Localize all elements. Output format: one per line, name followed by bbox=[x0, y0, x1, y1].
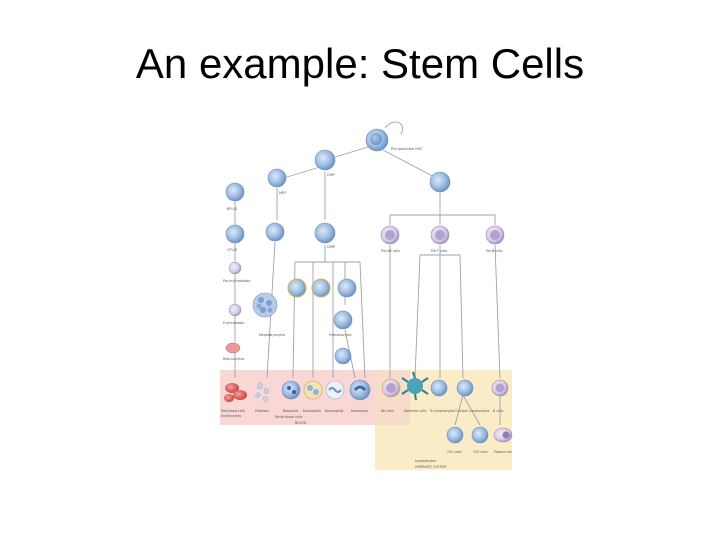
th1-cell bbox=[447, 427, 463, 443]
label-bfu-e: BFU-E bbox=[227, 207, 237, 211]
label-reticulocyte: Reticulocytes bbox=[223, 357, 245, 361]
eosinophil-cell bbox=[304, 381, 322, 399]
label-red-blood: Red blood cells bbox=[221, 409, 245, 413]
label-gmp: GMP bbox=[327, 245, 335, 249]
myeloblast-cell-2 bbox=[312, 279, 330, 297]
plasma-cell bbox=[494, 428, 512, 442]
th2-cell bbox=[472, 427, 488, 443]
label-tc: Tc lymphocytes bbox=[429, 409, 455, 413]
label-cfu-e: CFU-E bbox=[227, 248, 238, 252]
pro-erythroblast-cell bbox=[229, 262, 241, 274]
self-renewal-arrow bbox=[385, 122, 403, 134]
reticulocyte-cell bbox=[226, 343, 240, 353]
neutrophil-cell bbox=[326, 381, 344, 399]
label-eosinophils: Eosinophils bbox=[303, 409, 321, 413]
label-b-cells: B cells bbox=[493, 409, 504, 413]
tc-lymphocyte-cell bbox=[431, 380, 447, 396]
megakaryocyte-progenitor-cell bbox=[266, 223, 284, 241]
myeloblast-cell-3 bbox=[338, 279, 356, 297]
label-monocytes: Monocytes bbox=[351, 409, 369, 413]
label-erythroblast: Erythroblasts bbox=[223, 321, 244, 325]
label-lymphocytes: Lymphocytes bbox=[415, 459, 436, 463]
label-cmp: CMP bbox=[327, 173, 335, 177]
label-neutrophils: Neutrophils bbox=[325, 409, 344, 413]
cfu-e-cell bbox=[226, 225, 244, 243]
pre-lymphoid-cell bbox=[430, 172, 450, 192]
label-promonocyte: Promonocytes bbox=[329, 333, 352, 337]
label-lymph-region: LYMPHATIC SYSTEM bbox=[415, 465, 446, 469]
label-mep: MEP bbox=[279, 191, 286, 195]
label-plasma: Plasma cell bbox=[494, 450, 512, 454]
bfu-e-cell bbox=[226, 183, 244, 201]
label-dendritic: Dendritic cells bbox=[404, 409, 427, 413]
promonocyte-cell bbox=[335, 348, 351, 364]
erythroblast-cell bbox=[229, 304, 241, 316]
label-platelets: Platelets bbox=[255, 409, 269, 413]
pre-nk-cell bbox=[381, 226, 399, 244]
pre-t-cell bbox=[431, 226, 449, 244]
label-th2: TH2 cells bbox=[472, 450, 488, 454]
label-pro-erythroblast: Pro-erythroblasts bbox=[223, 279, 251, 283]
gmp-cell bbox=[315, 223, 335, 243]
mep-cell bbox=[268, 169, 286, 187]
label-erythrocytes: Erythrocytes bbox=[221, 414, 242, 418]
b-cell bbox=[492, 380, 508, 396]
basophil-cell bbox=[282, 381, 300, 399]
monoblast-cell bbox=[334, 311, 352, 329]
th-lymphocyte-cell bbox=[457, 380, 473, 396]
label-pre-nk: Pre-NK cells bbox=[381, 249, 400, 253]
label-basophils: Basophils bbox=[283, 409, 299, 413]
label-white-blood: White blood cells bbox=[275, 415, 303, 419]
nk-cell bbox=[382, 379, 400, 397]
label-pre-b: Pre-B cells bbox=[486, 249, 503, 253]
myeloblast-cell-1 bbox=[288, 279, 306, 297]
slide-title: An example: Stem Cells bbox=[0, 40, 720, 88]
monocyte-cell bbox=[350, 380, 370, 400]
pre-b-cell bbox=[486, 226, 504, 244]
hsc-cell bbox=[366, 129, 388, 151]
label-th1: TH1 cells bbox=[446, 450, 462, 454]
cmp-cell bbox=[315, 150, 335, 170]
label-megakaryocyte: Megakaryocytes bbox=[259, 333, 285, 337]
megakaryocyte-cell bbox=[253, 293, 277, 317]
label-pre-t: Pre-T cells bbox=[431, 249, 447, 253]
label-th: T-helper lymphocytes bbox=[454, 409, 490, 413]
label-blood-region: BLOOD bbox=[295, 421, 307, 425]
label-nk-cells: NK cells bbox=[381, 409, 394, 413]
label-hsc: Pluripotential HSC bbox=[391, 147, 423, 151]
stem-cell-diagram: Pluripotential HSC CMP MEP BFU-E CFU-E P… bbox=[215, 120, 520, 475]
